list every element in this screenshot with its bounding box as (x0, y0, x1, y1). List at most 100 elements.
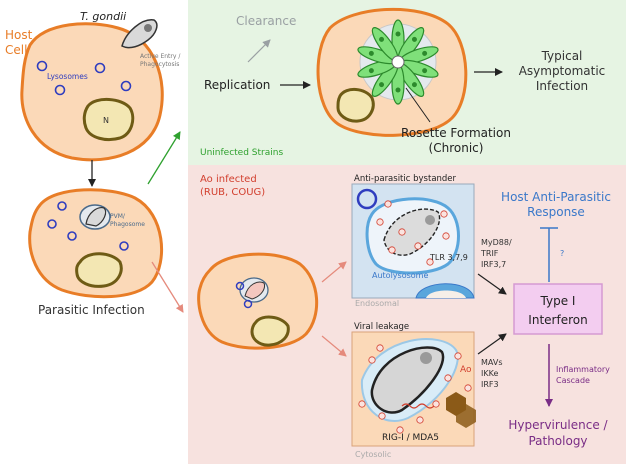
rosette-parasite-nucleus (411, 82, 417, 88)
interferon-line2: Interferon (528, 313, 587, 327)
pathogen-label: T. gondii (80, 10, 126, 23)
rosette-cell (316, 7, 468, 137)
endosomal-to-interferon-arrow (477, 273, 507, 295)
parasite (85, 207, 107, 227)
virus-particle (440, 210, 448, 218)
virus-particle (416, 416, 424, 424)
virus-particle (376, 218, 384, 226)
nucleus-label: N (103, 116, 109, 125)
infected-cell (28, 188, 164, 299)
myd88-line2: TRIF (480, 249, 499, 258)
virus-particle (384, 200, 392, 208)
lysosome (54, 84, 66, 96)
rosette-parasites (357, 19, 439, 105)
replication-label: Replication (204, 78, 270, 92)
rig-label: RIG-I / MDA5 (382, 433, 439, 443)
virus-particles (376, 200, 450, 266)
lysosome (47, 219, 57, 229)
endosomal-label: Endosomal (355, 299, 399, 308)
rosette-parasite-nucleus (422, 50, 428, 56)
nucleus (250, 315, 290, 347)
parasitic-infection-label: Parasitic Infection (38, 303, 145, 317)
viral-rna (401, 403, 435, 409)
myd88-line3: IRF3,7 (481, 260, 506, 269)
pvm-label-line2: Phagosome (110, 221, 145, 228)
mavs-line3: IRF3 (481, 380, 499, 389)
ao-mark: Ao (460, 365, 472, 375)
typical-line2: Asymptomatic (519, 64, 606, 78)
mavs-line2: IKKe (481, 369, 498, 378)
typical-line1: Typical (541, 49, 583, 63)
virus-particle (414, 242, 422, 250)
typical-line3: Infection (536, 79, 588, 93)
host-cell-title-line1: Host (5, 28, 33, 42)
virus-particle (388, 246, 396, 254)
bystander-label: Anti-parasitic bystander (354, 174, 457, 184)
lysosome (94, 62, 106, 74)
ao-infected-line1: Ao infected (200, 174, 257, 185)
cytosolic-label: Cytosolic (355, 450, 391, 459)
ao-infected-line2: (RUB, COUG) (200, 187, 265, 198)
tlr-label: TLR 3,7,9 (429, 253, 468, 262)
arrow-to-cytosolic (321, 335, 347, 357)
virus-particle (378, 412, 386, 420)
lysosome (235, 281, 245, 291)
nucleus (336, 88, 375, 123)
cascade-line1: Inflammatory (556, 365, 610, 374)
lysosome (120, 80, 132, 92)
lysosome (119, 241, 129, 251)
host-cell-title-line2: Cell (5, 43, 27, 57)
virus-particles (358, 344, 472, 434)
type-i-interferon-box (513, 283, 603, 335)
viral-leakage-label: Viral leakage (354, 322, 409, 332)
lysosome (243, 299, 253, 309)
virus-particle (358, 400, 366, 408)
rosette-parasite-nucleus (368, 50, 374, 56)
rosette-parasite-nucleus (395, 87, 401, 93)
hypervirulence-line2: Pathology (528, 434, 587, 448)
rosette-parasite-nucleus (379, 36, 385, 42)
bystander-vesicle (356, 188, 378, 210)
virus-particle (398, 228, 406, 236)
cytosolic-to-interferon-arrow (477, 333, 507, 355)
autolysosome-label: Autolysosome (372, 271, 428, 280)
cascade-line2: Cascade (556, 376, 590, 385)
residual-body (391, 55, 405, 69)
virus-particle (396, 426, 404, 434)
arrow-to-ao-infected (151, 261, 184, 313)
virus-particle (426, 258, 434, 266)
uninfected-strains-label: Uninfected Strains (200, 148, 283, 158)
clearance-arrow (247, 39, 271, 63)
virus-particle (376, 344, 384, 352)
virus-particle (368, 356, 376, 364)
rosette-line1: Rosette Formation (401, 126, 511, 140)
myd88-line1: MyD88/ (481, 238, 512, 247)
virus-particle (432, 400, 440, 408)
rosette-parasite-nucleus (422, 68, 428, 74)
rosette-parasite-nucleus (411, 36, 417, 42)
clearance-label: Clearance (236, 14, 296, 28)
rosette-pointer (405, 87, 431, 123)
nucleus (75, 252, 123, 288)
virus-capsid (456, 404, 476, 428)
host-response-line1: Host Anti-Parasitic (501, 190, 611, 204)
lysosomes-label: Lysosomes (47, 72, 88, 81)
rosette-parasite-nucleus (395, 31, 401, 37)
lysosome (67, 231, 77, 241)
arrow-to-endosomal (321, 261, 347, 283)
virus-particle (442, 232, 450, 240)
nucleus (82, 98, 135, 142)
endosome-inner (426, 290, 466, 298)
virus-particle (444, 374, 452, 382)
hypervirulence-line1: Hypervirulence / (508, 418, 608, 432)
mavs-line1: MAVs (481, 358, 503, 367)
t-gondii-parasite (121, 19, 158, 49)
lysosome (36, 60, 48, 72)
virus-particle (464, 384, 472, 392)
rosette-parasite-nucleus (379, 82, 385, 88)
rosette-line2: (Chronic) (429, 141, 484, 155)
pvm-label-line1: PVM/ (110, 213, 126, 220)
interferon-line1: Type I (540, 294, 576, 308)
